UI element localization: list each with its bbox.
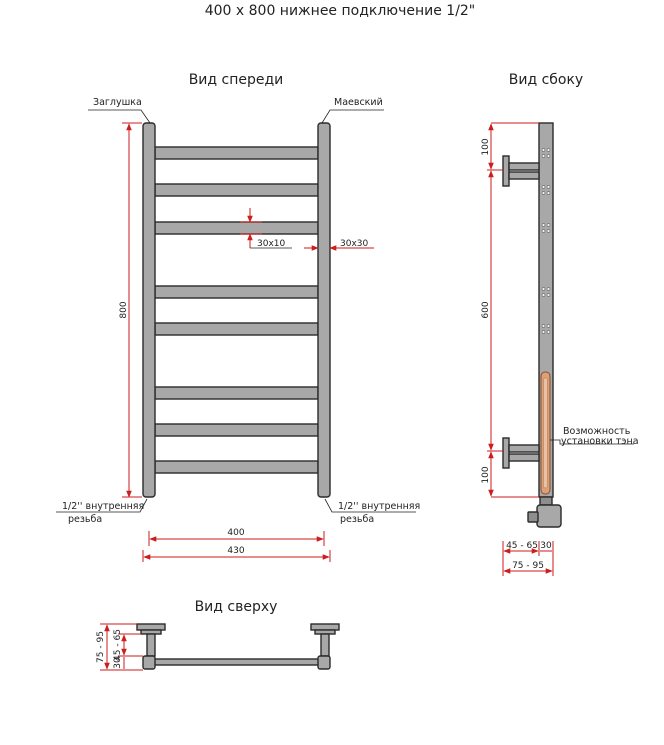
bracket-plate <box>502 437 510 469</box>
top-left-wall-plate <box>136 623 166 631</box>
upright-section-label: 30x30 <box>340 239 369 249</box>
crossbar <box>154 285 319 299</box>
side-mount-dimension-label: 45 - 65 <box>506 541 538 551</box>
bracket-arm <box>508 453 540 462</box>
top-left-assembly <box>136 623 166 670</box>
crossbar <box>154 423 319 437</box>
top-view: Вид сверху 75 - 95 45 - 65 30 <box>96 599 340 671</box>
top-left-bracket-arm <box>146 633 156 657</box>
bracket-arm <box>508 162 540 171</box>
crossbar-section-label: 30x10 <box>257 239 286 249</box>
crossbar-end <box>541 185 551 195</box>
crossbars <box>154 146 319 474</box>
crossbar-end <box>541 324 551 334</box>
thread-right-label-line1: 1/2'' внутренняя <box>338 501 420 512</box>
top-right-wall-plate <box>310 623 340 631</box>
side-depth-dimension-label: 75 - 95 <box>512 561 544 571</box>
thread-left-label-line1: 1/2'' внутренняя <box>62 501 144 512</box>
heater-cable-gland <box>527 511 539 523</box>
top-crossbar <box>151 658 323 666</box>
bracket-arm <box>508 171 540 180</box>
thread-right-label-line2: резьба <box>340 514 374 525</box>
top-depth-dimension-label: 75 - 95 <box>96 631 106 663</box>
heater-neck <box>539 496 553 506</box>
crossbar <box>154 146 319 160</box>
wall-bracket-top <box>502 155 540 187</box>
crossbar-end <box>541 223 551 233</box>
crossbar-end <box>541 148 551 158</box>
top-right-upright <box>317 655 331 670</box>
side-view-heading: Вид сбоку <box>509 72 583 88</box>
left-upright <box>142 122 156 498</box>
side-pipe-dimension-label: 30 <box>540 541 552 551</box>
heater-housing <box>536 504 562 528</box>
plug-label: Заглушка <box>93 97 142 108</box>
side-top-dimension-label: 100 <box>481 138 491 155</box>
top-right-assembly <box>310 623 340 670</box>
crossbar <box>154 322 319 336</box>
top-pipe-dimension-label: 30 <box>113 657 123 669</box>
height-dimension-label: 800 <box>119 301 129 318</box>
crossbar <box>154 221 319 235</box>
right-upright <box>317 122 331 498</box>
valve-leader <box>321 109 384 124</box>
wall-bracket-bottom <box>502 437 540 469</box>
crossbar <box>154 183 319 197</box>
crossbar-end <box>541 287 551 297</box>
top-view-heading: Вид сверху <box>195 599 278 615</box>
front-view: Вид спереди Заглушка Маевский 800 <box>56 72 420 562</box>
heater-label-line1: Возможность <box>563 426 631 437</box>
front-view-heading: Вид спереди <box>189 72 284 88</box>
bracket-plate <box>502 155 510 187</box>
side-mid-dimension-label: 600 <box>481 301 491 318</box>
heater-label-line2: установки тэна <box>561 436 639 447</box>
top-right-bracket-arm <box>320 633 330 657</box>
bracket-arm <box>508 444 540 453</box>
crossbar <box>154 386 319 400</box>
top-mount-dimension-label: 45 - 65 <box>113 629 123 661</box>
heater-leader <box>550 439 634 445</box>
crossbar <box>154 460 319 474</box>
thread-right-leader <box>324 498 416 513</box>
side-bottom-dimension-label: 100 <box>481 466 491 483</box>
drawing-title: 400 х 800 нижнее подключение 1/2" <box>205 3 476 19</box>
side-view: Вид сбоку <box>481 72 639 576</box>
inner-width-label: 400 <box>227 528 244 538</box>
heater-coil <box>543 377 548 489</box>
valve-label: Маевский <box>334 97 383 108</box>
outer-width-label: 430 <box>227 546 244 556</box>
thread-left-leader <box>56 498 148 513</box>
top-left-upright <box>142 655 156 670</box>
thread-left-label-line2: резьба <box>68 514 102 525</box>
plug-leader <box>88 109 151 124</box>
